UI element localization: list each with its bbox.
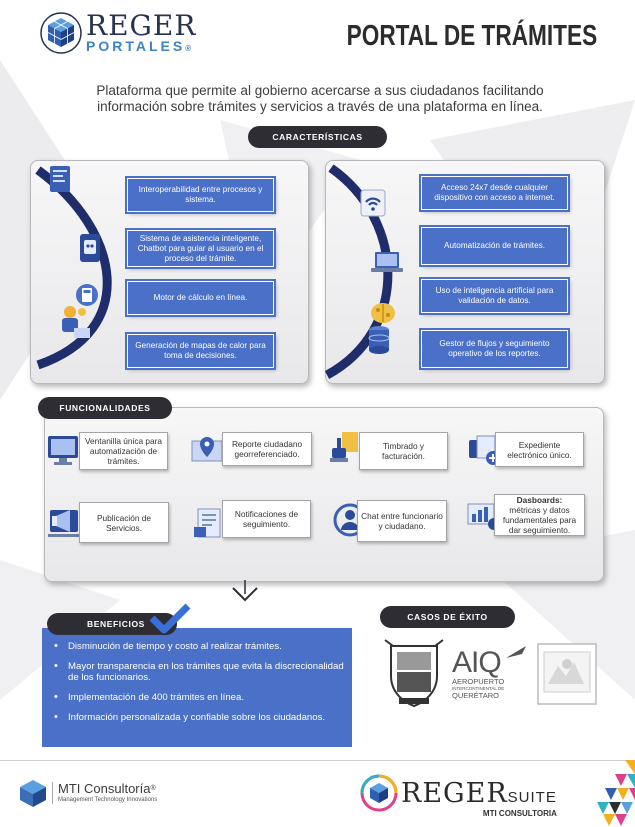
heatmap-person-icon [62,306,90,338]
func-reporte-ciudadano: Reporte ciudadano georreferenciado. [222,432,312,466]
database-flow-icon [368,326,390,354]
beneficios-label: BENEFICIOS [47,613,177,635]
func-chat: Chat entre funcionario y ciudadano. [357,500,447,542]
suite-suite-text: SUITE [507,788,557,806]
suite-sub-text: MTI CONSULTORIA [482,808,557,818]
feature-chatbot: Sistema de asistencia inteligente, Chatb… [127,230,274,267]
reger-portales-logo: REGER PORTALES® [40,12,196,54]
beneficios-list: Disminución de tiempo y costo al realiza… [54,641,344,732]
func-notificaciones: Notificaciones de seguimiento. [222,500,311,538]
beneficio-item: Información personalizada y confiable so… [54,712,344,723]
right-arc-decoration [325,164,393,379]
feature-inteligencia-artificial: Uso de inteligencia artificial para vali… [421,279,568,313]
mti-consultoria-logo: MTI Consultoría® Management Technology I… [18,778,157,808]
feature-gestor-flujos: Gestor de flujos y seguimiento operativo… [421,330,568,368]
colorful-triangles-decoration [597,760,635,826]
down-arrow-icon [232,580,258,602]
beneficio-item: Disminución de tiempo y costo al realiza… [54,641,344,652]
checkmark-icon [149,603,191,634]
calculator-icon [76,284,98,306]
document-code-icon [50,166,70,192]
feature-acceso-24x7: Acceso 24x7 desde cualquier dispositivo … [421,176,568,210]
aiq-line1: AEROPUERTO [452,677,505,686]
mti-name: MTI Consultoría [58,781,151,796]
caracteristicas-label: CARACTERÍSTICAS [248,126,387,148]
stamp-invoice-icon [330,432,358,462]
beneficio-item: Implementación de 400 trámites en línea. [54,692,344,703]
casos-exito-label: CASOS DE ÉXITO [380,606,515,628]
dashboards-title: Dasboards: [516,495,563,505]
electronic-file-icon [469,435,500,465]
func-timbrado: Timbrado y facturación. [359,432,448,470]
ai-brain-icon [371,303,395,323]
aiq-line3: QUERÉTARO [452,691,499,700]
chatbot-icon [80,234,100,262]
feature-mapas-calor: Generación de mapas de calor para toma d… [127,334,274,368]
mti-registered-mark: ® [150,785,156,792]
beneficio-item: Mayor transparencia en los trámites que … [54,661,344,683]
func-dashboards: Dasboards: métricas y datos fundamentale… [494,494,585,536]
dashboards-description: métricas y datos fundamentales para dar … [502,505,577,535]
logo-reger-text: REGER [86,9,197,42]
suite-reger-text: REGER [401,777,508,809]
func-ventanilla-unica: Ventanilla única para automatización de … [79,432,168,470]
airplane-icon [506,646,526,658]
left-arc-decoration [35,166,112,370]
aiq-line2: INTERCONTINENTAL DE [452,686,505,691]
page-title: PORTAL DE TRÁMITES [346,20,597,52]
cube-logo-icon [40,12,82,54]
logo-portales-text: PORTALES [86,38,186,54]
funcionalidades-label: FUNCIONALIDADES [38,397,172,419]
reger-suite-cube-icon [360,774,398,812]
feature-motor-calculo: Motor de cálculo en línea. [127,281,274,315]
el-marques-seal-logo [537,643,597,705]
func-expediente-electronico: Expediente electrónico único. [495,432,584,467]
automation-laptop-icon [371,252,403,272]
feature-interoperabilidad: Interoperabilidad entre procesos y siste… [127,178,274,212]
map-pin-icon [191,437,223,462]
logo-registered-mark: ® [185,44,192,53]
aiq-logo: AIQ AEROPUERTO INTERCONTINENTAL DE QUERÉ… [452,646,530,708]
beneficios-box: Disminución de tiempo y costo al realiza… [42,628,352,747]
aiq-logo-mark: AIQ [452,646,502,679]
municipal-coat-of-arms-logo [384,639,444,708]
dashboard-chart-icon [467,503,500,530]
mti-tagline: Management Technology Innovations [58,797,158,803]
func-publicacion-servicios: Publicación de Servicios. [79,502,169,543]
wifi-icon [360,189,386,217]
mti-cube-icon [20,780,46,807]
ventanilla-monitor-icon [48,436,78,465]
reger-suite-logo: REGERSUITE MTI CONSULTORIA [360,774,557,818]
intro-text: Plataforma que permite al gobierno acerc… [96,83,544,114]
notification-document-icon [194,508,221,538]
megaphone-icon [48,510,80,537]
footer-divider [0,760,635,761]
feature-automatizacion: Automatización de trámites. [421,227,568,265]
